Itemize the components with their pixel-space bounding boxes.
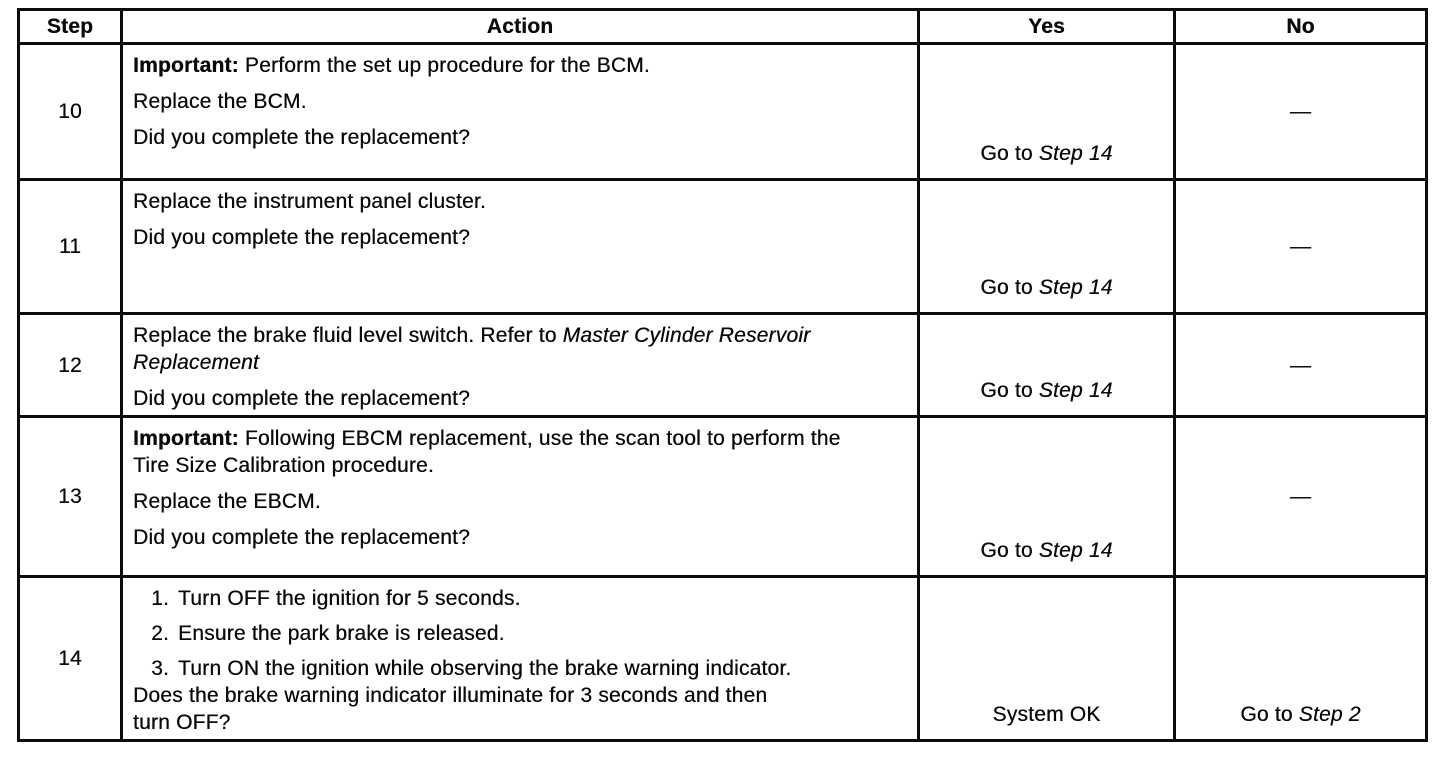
header-cell-action: Action [123, 11, 917, 42]
numbered-instruction-list: 1. Turn OFF the ignition for 5 seconds. … [133, 585, 907, 682]
step-10-number-cell: 10 [20, 45, 120, 178]
yes-answer: Go to Step 14 [980, 276, 1113, 299]
list-item: 3. Turn ON the ignition while observing … [145, 655, 907, 682]
important-text: Following EBCM replacement, use the scan… [133, 427, 841, 477]
step-12-number-cell: 12 [20, 315, 120, 415]
header-action-label: Action [486, 15, 554, 38]
procedure-reference: Master Cylinder Reservoir Replacement [133, 324, 811, 374]
step-11-yes-cell: Go to Step 14 [920, 181, 1173, 312]
header-cell-no: No [1176, 11, 1425, 42]
header-yes-label: Yes [1028, 15, 1065, 38]
step-12-yes-cell: Go to Step 14 [920, 315, 1173, 415]
yes-answer: Go to Step 14 [980, 539, 1113, 562]
action-question: Did you complete the replacement? [133, 226, 470, 249]
diagnostic-table: Step Action Yes No 10 Important: Perform… [17, 8, 1428, 742]
step-11-no-cell: — [1176, 181, 1425, 312]
step-12-no-cell: — [1176, 315, 1425, 415]
action-question: Did you complete the replacement? [133, 526, 470, 549]
step-reference: Step 2 [1298, 703, 1361, 726]
step-number: 11 [58, 235, 82, 258]
yes-answer: System OK [992, 703, 1101, 726]
step-12-action-cell: Replace the brake fluid level switch. Re… [123, 315, 917, 415]
no-answer-dash: — [1289, 485, 1312, 508]
step-13-number-cell: 13 [20, 418, 120, 575]
step-number: 10 [58, 100, 82, 123]
action-paragraph: Replace the instrument panel cluster. [133, 190, 486, 213]
step-13-no-cell: — [1176, 418, 1425, 575]
step-reference: Step 14 [1038, 379, 1113, 402]
important-text: Perform the set up procedure for the BCM… [238, 54, 650, 77]
step-reference: Step 14 [1038, 142, 1113, 165]
important-label: Important: [133, 427, 239, 450]
action-question: Does the brake warning indicator illumin… [133, 684, 768, 734]
step-13-yes-cell: Go to Step 14 [920, 418, 1173, 575]
step-number: 13 [58, 485, 82, 508]
step-11-action-cell: Replace the instrument panel cluster. Di… [123, 181, 917, 312]
action-paragraph: Important: Following EBCM replacement, u… [133, 425, 843, 479]
step-13-action-cell: Important: Following EBCM replacement, u… [123, 418, 917, 575]
action-question: Did you complete the replacement? [133, 126, 470, 149]
step-10-yes-cell: Go to Step 14 [920, 45, 1173, 178]
step-11-number-cell: 11 [20, 181, 120, 312]
yes-answer: Go to Step 14 [980, 142, 1113, 165]
yes-answer: Go to Step 14 [980, 379, 1113, 402]
step-number: 12 [58, 353, 82, 377]
action-paragraph: Replace the BCM. [133, 90, 307, 113]
list-item: 1. Turn OFF the ignition for 5 seconds. [145, 585, 907, 612]
list-item-text: Turn OFF the ignition for 5 seconds. [178, 587, 521, 610]
no-answer-dash: — [1289, 235, 1312, 258]
step-10-no-cell: — [1176, 45, 1425, 178]
header-no-label: No [1286, 15, 1315, 38]
step-14-action-cell: 1. Turn OFF the ignition for 5 seconds. … [123, 578, 917, 739]
step-14-yes-cell: System OK [920, 578, 1173, 739]
header-cell-step: Step [20, 11, 120, 42]
step-14-number-cell: 14 [20, 578, 120, 739]
list-item-number: 1. [151, 587, 169, 610]
header-cell-yes: Yes [920, 11, 1173, 42]
header-step-label: Step [46, 15, 94, 38]
no-answer-dash: — [1289, 353, 1312, 377]
action-paragraph: Replace the EBCM. [133, 490, 321, 513]
action-paragraph: Important: Perform the set up procedure … [133, 52, 907, 79]
step-14-no-cell: Go to Step 2 [1176, 578, 1425, 739]
list-item-text: Ensure the park brake is released. [178, 622, 505, 645]
list-item-text: Turn ON the ignition while observing the… [178, 657, 792, 680]
list-item: 2. Ensure the park brake is released. [145, 620, 907, 647]
action-question: Did you complete the replacement? [133, 387, 470, 410]
step-number: 14 [58, 647, 82, 670]
step-10-action-cell: Important: Perform the set up procedure … [123, 45, 917, 178]
no-answer: Go to Step 2 [1240, 703, 1361, 726]
action-paragraph: Replace the brake fluid level switch. Re… [133, 324, 811, 374]
step-reference: Step 14 [1038, 276, 1113, 299]
list-item-number: 2. [151, 622, 169, 645]
step-reference: Step 14 [1038, 539, 1113, 562]
list-item-number: 3. [151, 657, 169, 680]
important-label: Important: [133, 54, 239, 77]
no-answer-dash: — [1289, 100, 1312, 123]
